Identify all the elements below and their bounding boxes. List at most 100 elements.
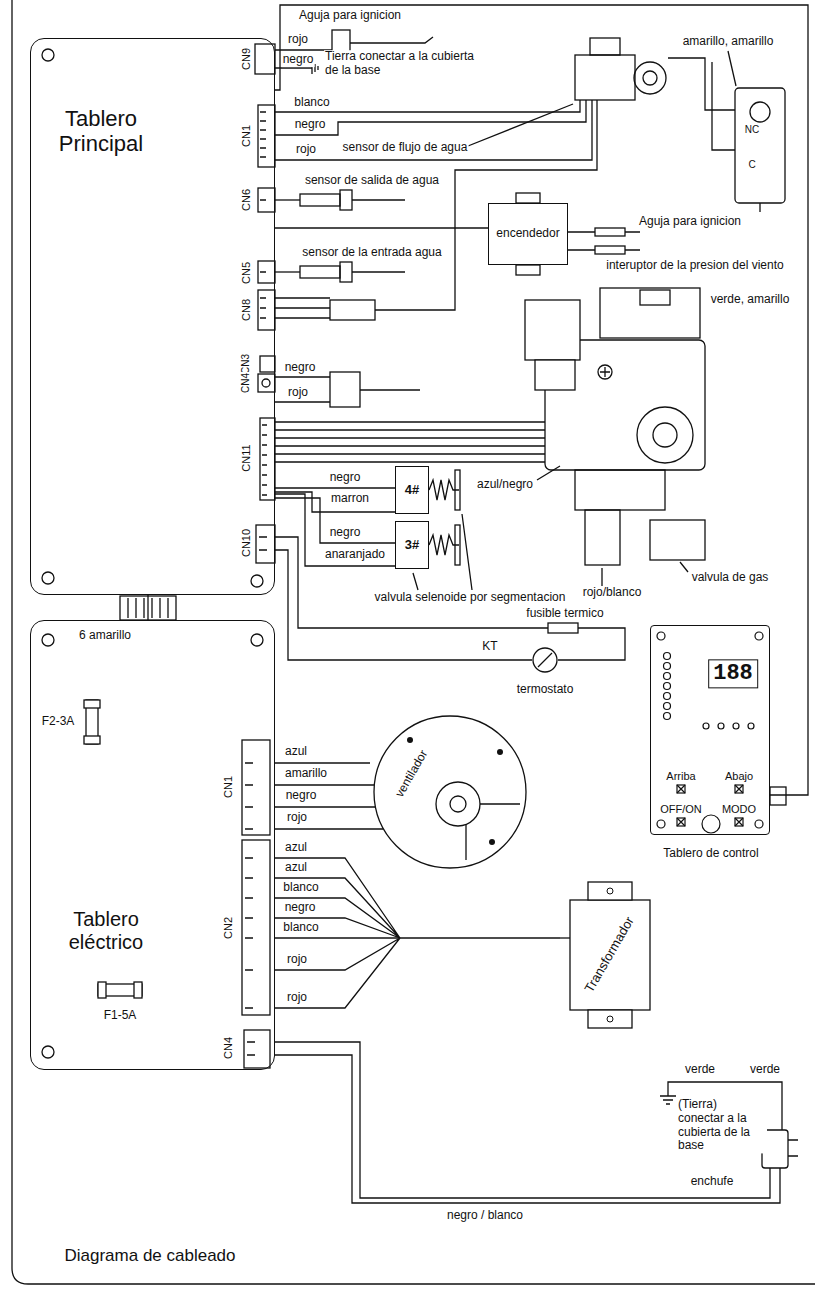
connector-name: CN9: [240, 47, 253, 71]
page-frame: [12, 0, 815, 1284]
panel-text: MODO: [722, 803, 756, 816]
wire-connector: [275, 762, 370, 763]
wire-label: rojo: [287, 386, 309, 400]
fan-symbol: ventilador: [370, 712, 530, 872]
board-title: Tablero eléctrico: [41, 908, 171, 954]
wire-connector: [275, 227, 488, 228]
connector-pin: [128, 112, 270, 1055]
wire-label: enchufe: [690, 1175, 735, 1189]
wire-label: rojo: [286, 811, 308, 825]
connector-name: CN5: [240, 261, 253, 285]
transformer-symbol: Transformador: [560, 880, 660, 1030]
display-digits: 188: [708, 659, 758, 688]
wire-label: azul: [284, 841, 308, 855]
wire-label: F1-5A: [103, 1009, 138, 1023]
wire-label: verde: [749, 1063, 781, 1077]
connector-name: CN8: [240, 298, 253, 322]
transformer-wires: [275, 858, 400, 1008]
panel-text: Arriba: [666, 770, 695, 783]
connector-name: CN4: [222, 1036, 235, 1060]
wire-label: 6 amarillo: [78, 629, 132, 643]
component-label: 3#: [405, 538, 419, 553]
wire-connector: [275, 937, 560, 938]
wire-label: anaranjado: [324, 548, 386, 562]
wire-label: (Tierra) conectar a la cubierta de la ba…: [677, 1098, 767, 1153]
wire-label: valvula selenoide por segmentacion: [374, 591, 567, 605]
wire-label: azul: [284, 745, 308, 759]
control-panel-plug: [770, 787, 786, 805]
wire-label: rojo: [287, 33, 309, 47]
wire-label: verde: [684, 1063, 716, 1077]
wire-label: negro: [329, 526, 362, 540]
wire-label: Tierra conectar a la cubierta de la base: [324, 50, 476, 78]
connector-name: CN1: [240, 124, 253, 148]
mounting-hole: [42, 49, 263, 1058]
control-panel: 188ArribaAbajoOFF/ONMODOTablero de contr…: [650, 625, 770, 835]
wire-label: negro: [294, 118, 327, 132]
wire-label: negro: [329, 471, 362, 485]
wire-connector: [275, 5, 808, 795]
wiring-artwork: [12, 0, 815, 1284]
wire-label: F2-3A: [41, 715, 76, 729]
solenoid-box: 4#: [395, 466, 429, 514]
wire-connector: [147, 595, 148, 620]
wire-label: blanco: [282, 921, 319, 935]
wire-label: negro: [282, 53, 315, 67]
wire-label: rojo: [286, 991, 308, 1005]
wire-label: blanco: [293, 96, 330, 110]
wire-label: verde, amarillo: [710, 293, 791, 307]
wire-label: rojo/blanco: [582, 586, 643, 600]
wire-label: negro: [284, 901, 317, 915]
wire-label: rojo: [295, 143, 317, 157]
wire-label: termostato: [516, 683, 575, 697]
wire-label: amarillo: [284, 767, 328, 781]
temperature-sensor: [275, 100, 597, 407]
circuit-board: Tablero eléctrico: [30, 620, 275, 1070]
component-label: 4#: [405, 483, 419, 498]
wire-label: Aguja para ignicion: [298, 9, 402, 23]
solenoid-box: 3#: [395, 521, 429, 569]
gas-valve: [275, 288, 705, 586]
wire-label: fusible termico: [525, 607, 604, 621]
diagram-title: Diagrama de cableado: [64, 1246, 235, 1266]
water-flow-sensor: [275, 38, 666, 160]
wire-connector: [275, 487, 395, 488]
connector-name: CN11: [240, 443, 253, 472]
component-label: encendedor: [496, 227, 559, 241]
wire-label: blanco: [282, 881, 319, 895]
wire-label: amarillo, amarillo: [682, 35, 775, 49]
fuse: [84, 700, 142, 998]
board-connector: [120, 44, 275, 1068]
wire-label: negro: [284, 361, 317, 375]
wire-label: sensor de la entrada agua: [301, 246, 442, 260]
connector-name: CN6: [240, 188, 253, 212]
circuit-board: Tablero Principal: [30, 38, 275, 595]
wire-label: negro: [285, 789, 318, 803]
wire-label: negro / blanco: [446, 1209, 524, 1223]
board-title: Tablero Principal: [26, 106, 176, 157]
pressure-switch: [668, 51, 785, 212]
panel-text: OFF/ON: [660, 803, 702, 816]
panel-text: Abajo: [725, 770, 753, 783]
wire-label: rojo: [286, 953, 308, 967]
wire-label: azul: [284, 861, 308, 875]
connector-name: CN1: [222, 775, 235, 799]
connector-name: CN10: [240, 528, 253, 558]
fan-wires: [275, 785, 383, 829]
wire-label: azul/negro: [476, 478, 534, 492]
wire-label: valvula de gas: [691, 571, 770, 585]
wire-label: sensor de salida de agua: [304, 174, 440, 188]
panel-text: Tablero de control: [663, 847, 758, 861]
wire-label: Aguja para ignicion: [638, 215, 742, 229]
wire-label: NC: [744, 124, 760, 136]
connector-name: CN2: [222, 916, 235, 940]
connector-name: CN4: [240, 372, 252, 394]
segment-solenoid-valve: [275, 470, 472, 590]
power-cord: [275, 1042, 798, 1203]
wire-label: interuptor de la presion del viento: [605, 259, 784, 273]
wire-label: marron: [330, 492, 370, 506]
igniter-box: encendedor: [488, 203, 568, 265]
wire-label: sensor de flujo de agua: [342, 141, 469, 155]
thermostat-circuit: [275, 537, 625, 672]
wire-label: C: [747, 159, 756, 171]
